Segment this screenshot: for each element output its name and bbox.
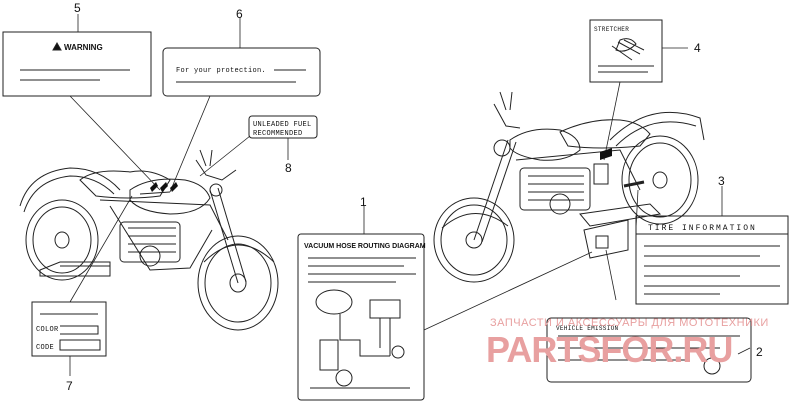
code-text: CODE — [36, 344, 54, 352]
left-motorcycle — [19, 149, 279, 331]
vehicle-emission-label — [546, 317, 752, 383]
callout-3: 3 — [718, 174, 725, 188]
right-motorcycle — [433, 91, 705, 283]
callout-8: 8 — [285, 161, 292, 175]
callout-1: 1 — [360, 195, 367, 209]
tank-decal-left — [150, 182, 178, 192]
tank-decal-right — [600, 148, 612, 160]
protection-label — [162, 47, 321, 97]
watermark-line2: PARTSFOR.RU — [486, 329, 732, 370]
callout-6: 6 — [236, 7, 243, 21]
callout-2: 2 — [756, 345, 763, 359]
watermark-line1: ЗАПЧАСТИ И АКСЕССУАРЫ ДЛЯ МОТОТЕХНИКИ — [490, 317, 769, 329]
callout-4: 4 — [694, 41, 701, 55]
vacuum-text: VACUUM HOSE ROUTING DIAGRAM — [304, 243, 426, 250]
vehicle-text: VEHICLE EMISSION — [556, 325, 619, 332]
color-code-label — [31, 301, 107, 357]
leader-lines — [69, 14, 751, 376]
stretcher-label — [589, 19, 663, 83]
color-text: COLOR — [36, 326, 59, 334]
stretcher-text: STRETCHER — [594, 26, 629, 33]
unleaded-fuel-label — [248, 115, 318, 139]
callout-5: 5 — [74, 1, 81, 15]
unleaded-text-line1: UNLEADED FUEL — [253, 121, 312, 129]
tire-text: TIRE INFORMATION — [648, 224, 757, 233]
callout-7: 7 — [66, 379, 73, 393]
warning-text: WARNING — [64, 43, 103, 52]
vacuum-hose-label — [297, 233, 425, 401]
protection-text: For your protection. — [176, 67, 266, 75]
tire-information-label — [635, 215, 789, 305]
warning-label — [2, 31, 152, 97]
unleaded-text-line2: RECOMMENDED — [253, 130, 303, 138]
emission-tag — [583, 219, 629, 259]
